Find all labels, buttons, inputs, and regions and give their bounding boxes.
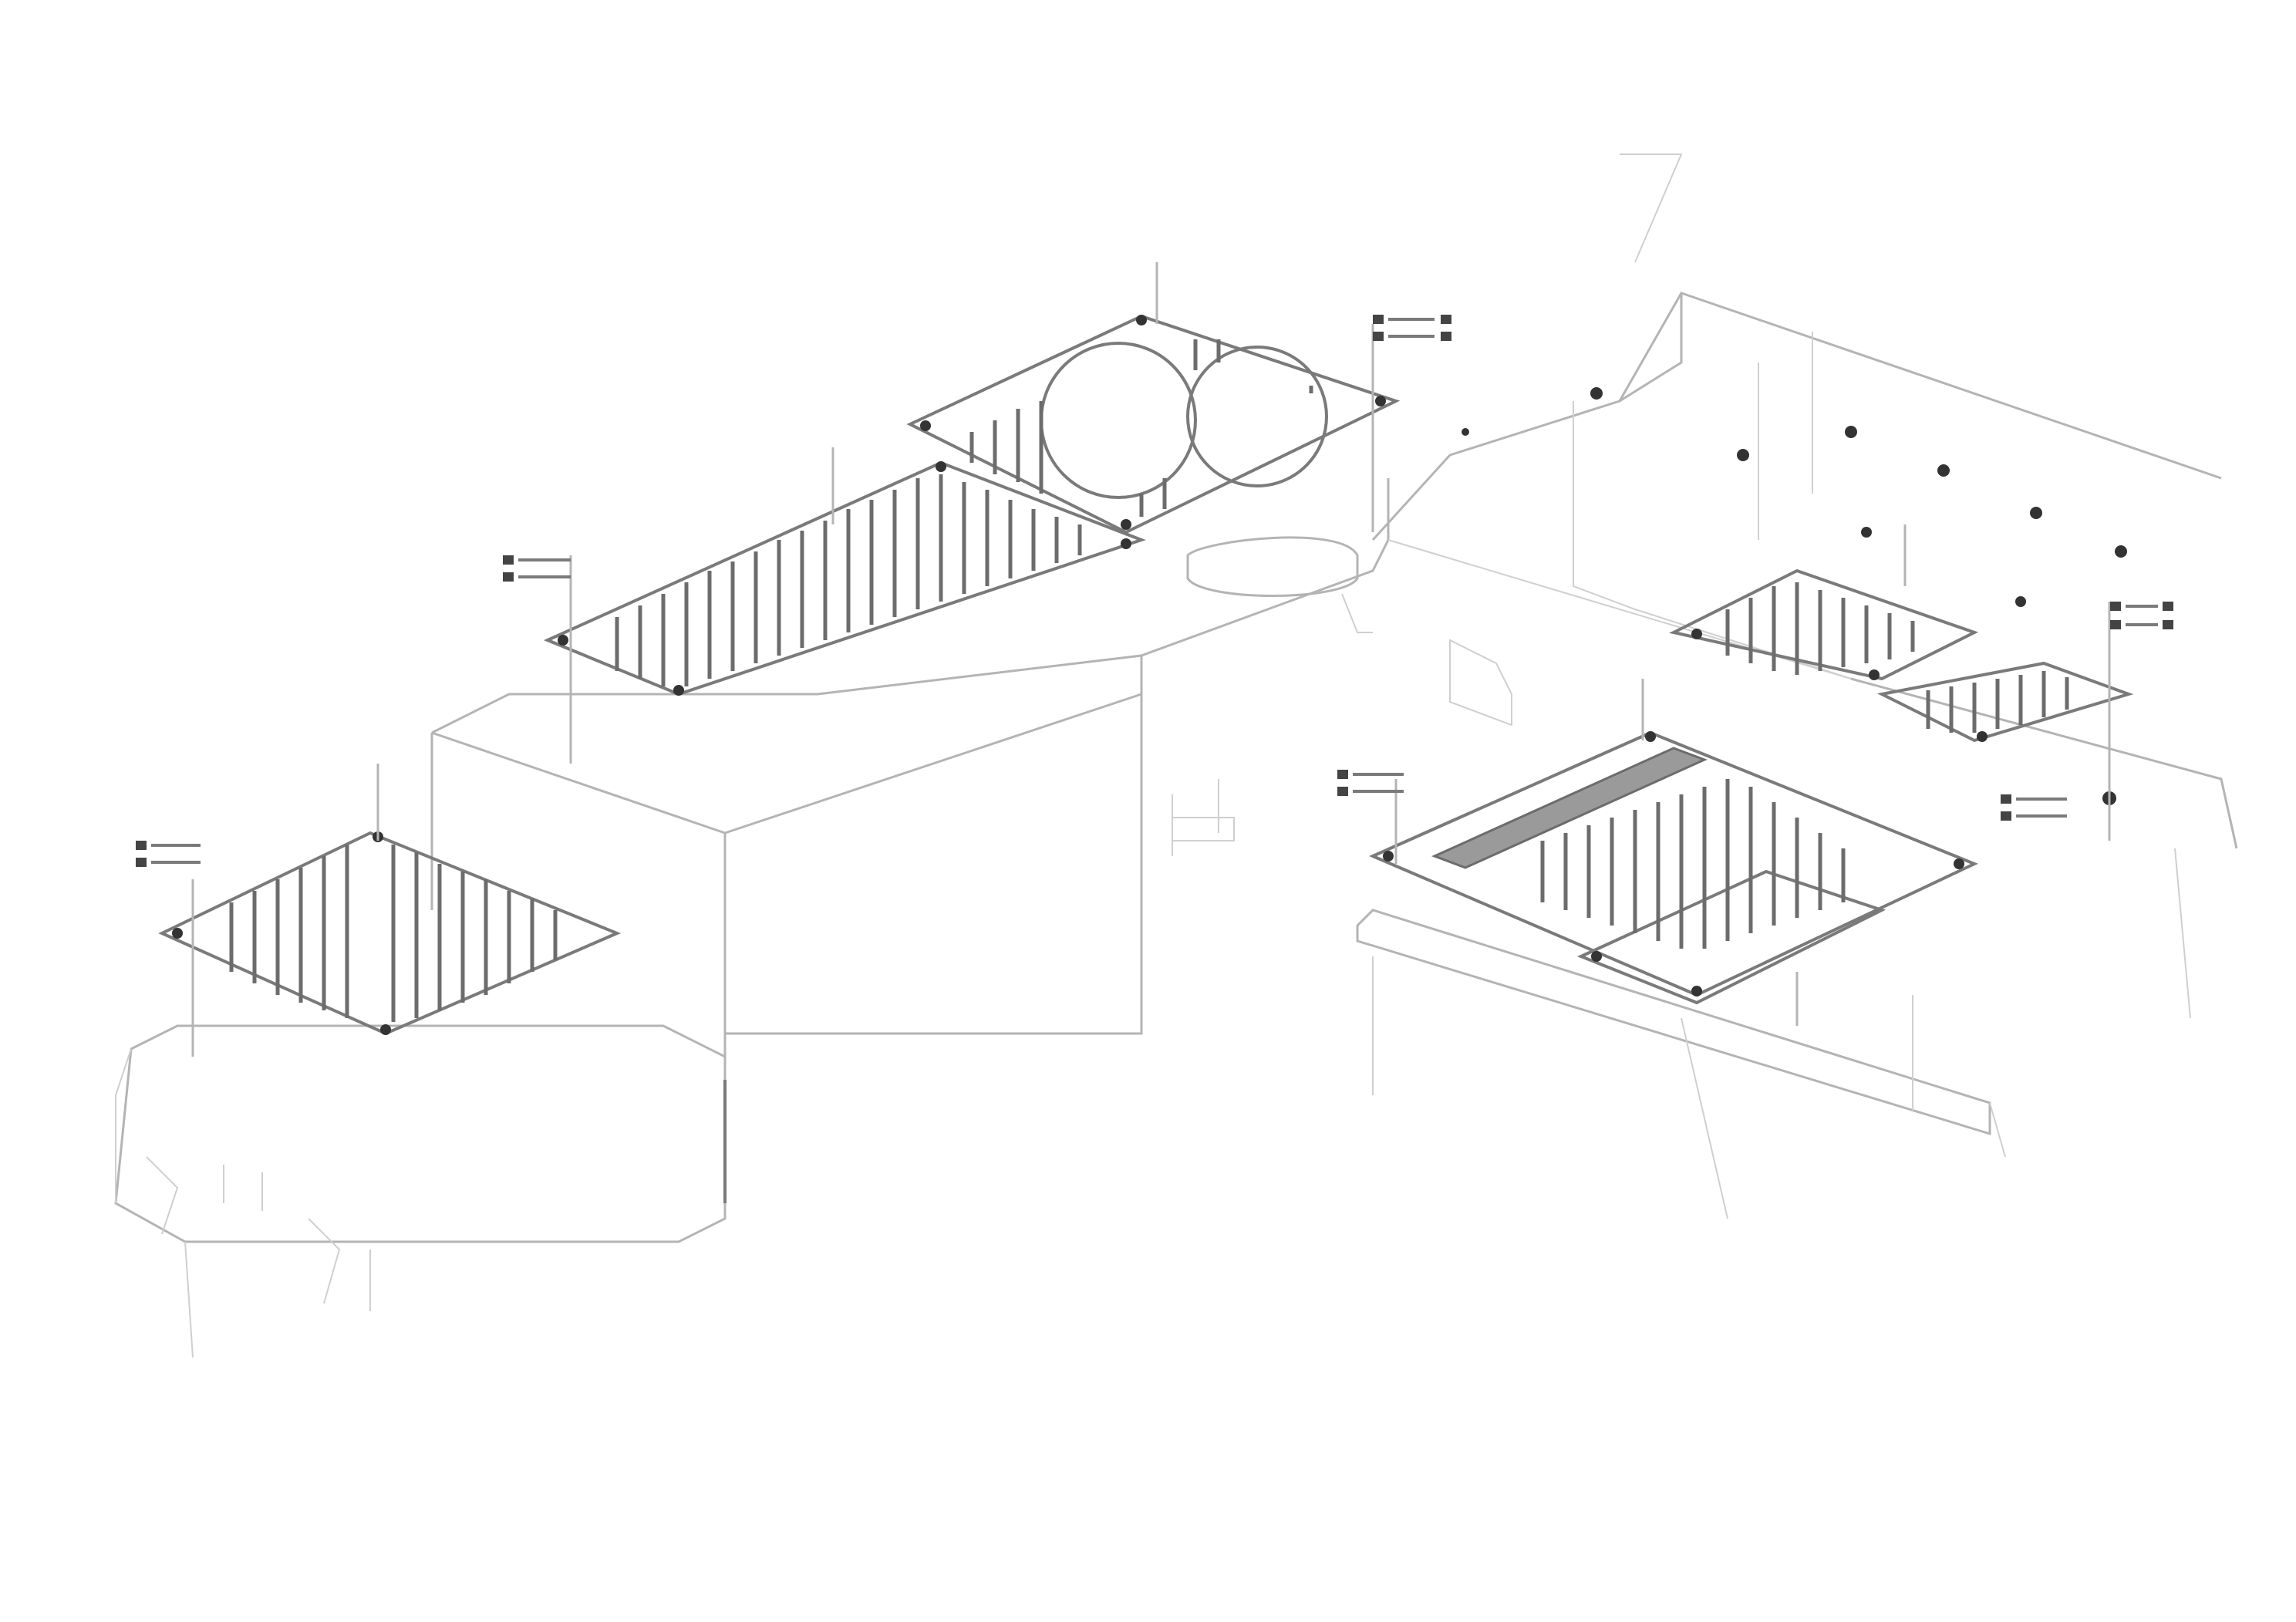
fastener-stack-left (136, 841, 201, 867)
grid-right-lower-double (1369, 679, 1978, 1026)
fastener-stack-top (1373, 315, 1451, 341)
fastener-stack-right-mid (2001, 794, 2067, 821)
grid-right-upper (1669, 524, 1979, 681)
body-small-markers (146, 779, 1219, 1304)
fastener-stack-right-lower (1337, 770, 1404, 796)
grid-top-fan-guard (906, 262, 1401, 534)
fastener-stack-center-left (503, 555, 571, 582)
hood-fastener-dots (1462, 387, 2127, 607)
fastener-stacks (136, 315, 2173, 867)
fastener-stack-far-right (2110, 602, 2173, 629)
grid-left (158, 764, 622, 1057)
reference-stamp (2052, 1274, 2221, 1285)
grid-right-small (1876, 602, 2134, 841)
grid-long-center (543, 447, 1146, 764)
machine-body-outline (114, 153, 2238, 1358)
